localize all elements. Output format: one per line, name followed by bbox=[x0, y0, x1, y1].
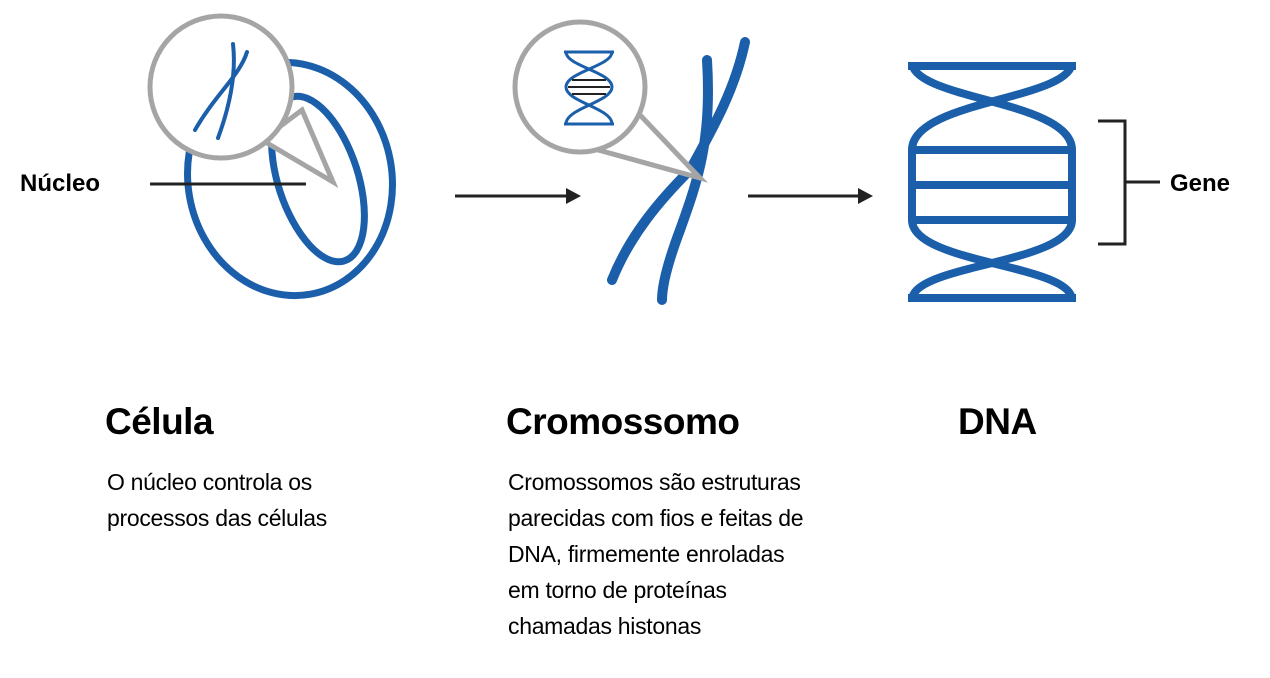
chromosome-description: Cromossomos são estruturas parecidas com… bbox=[508, 469, 804, 639]
dna-title: DNA bbox=[958, 401, 1037, 442]
gene-bracket-icon bbox=[1098, 119, 1160, 246]
cell-magnifier-icon bbox=[147, 13, 339, 189]
cell-title: Célula bbox=[105, 401, 214, 442]
chromosome-magnifier-icon bbox=[512, 19, 709, 183]
arrow-icon bbox=[748, 188, 873, 204]
cell-description: O núcleo controla os processos das célul… bbox=[107, 469, 327, 531]
gene-label: Gene bbox=[1170, 170, 1231, 197]
dna-helix-icon bbox=[908, 61, 1076, 302]
chromosome-title: Cromossomo bbox=[506, 401, 740, 442]
nucleus-label: Núcleo bbox=[20, 170, 101, 197]
arrow-icon bbox=[455, 188, 581, 204]
